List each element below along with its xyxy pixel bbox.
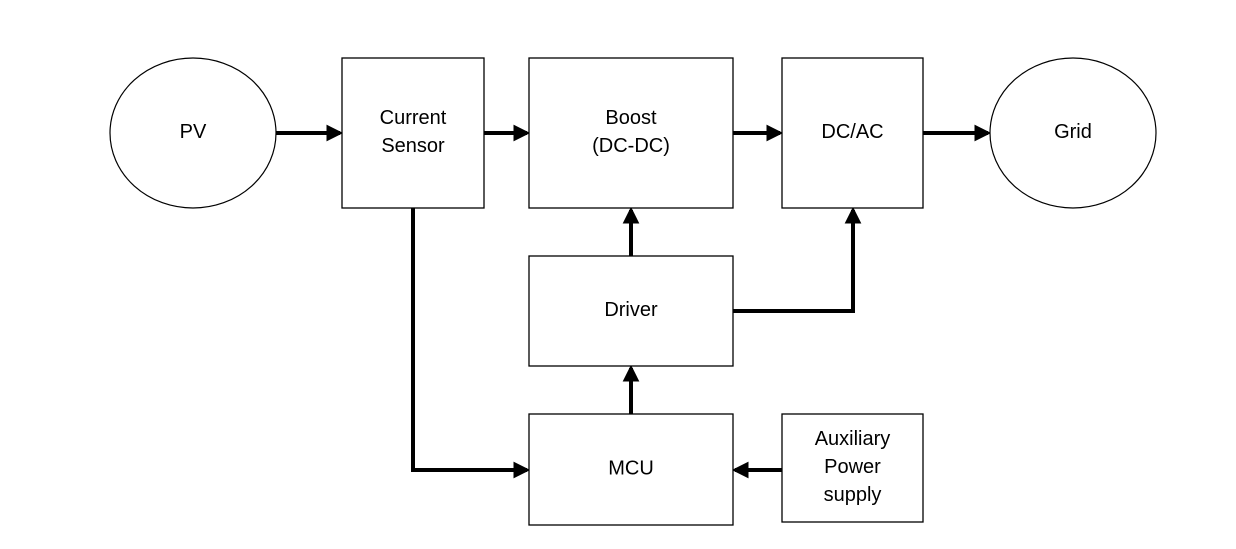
node-label-driver: Driver xyxy=(604,299,658,321)
connector-driver-to-dc-ac xyxy=(733,206,862,313)
connectors-layer xyxy=(272,124,992,479)
node-label-line: (DC-DC) xyxy=(592,135,670,157)
node-label-line: Boost xyxy=(605,107,657,129)
node-label-line: Power xyxy=(824,456,881,478)
node-shape-grid xyxy=(989,57,1157,209)
node-dc-ac[interactable]: DC/AC xyxy=(781,57,924,209)
node-label-dc-ac: DC/AC xyxy=(821,121,883,143)
node-label-mcu: MCU xyxy=(608,458,654,480)
node-label-grid: Grid xyxy=(1054,121,1092,143)
node-label-boost: Boost (DC-DC) xyxy=(592,107,670,157)
node-driver[interactable]: Driver xyxy=(528,255,734,367)
node-label-line: PV xyxy=(180,121,207,143)
node-label-pv: PV xyxy=(180,121,207,143)
node-label-line: Driver xyxy=(604,299,658,321)
node-grid[interactable]: Grid xyxy=(989,57,1157,209)
connector-current-sensor-to-mcu xyxy=(411,208,531,479)
node-label-line: MCU xyxy=(608,458,654,480)
node-label-line: Auxiliary xyxy=(815,428,891,450)
node-boost[interactable]: Boost (DC-DC) xyxy=(528,57,734,209)
node-shape-dc-ac xyxy=(781,57,924,209)
node-shape-aux-power xyxy=(781,413,924,523)
node-mcu[interactable]: MCU xyxy=(528,413,734,526)
node-shape-boost xyxy=(528,57,734,209)
node-pv[interactable]: PV xyxy=(109,57,277,209)
node-shape-current-sensor xyxy=(341,57,485,209)
node-label-line: Grid xyxy=(1054,121,1092,143)
node-label-line: Sensor xyxy=(381,135,445,157)
node-label-line: Current xyxy=(380,107,447,129)
node-label-line: DC/AC xyxy=(821,121,883,143)
node-label-line: supply xyxy=(824,484,882,506)
node-shape-pv xyxy=(109,57,277,209)
node-shape-driver xyxy=(528,255,734,367)
node-shape-mcu xyxy=(528,413,734,526)
